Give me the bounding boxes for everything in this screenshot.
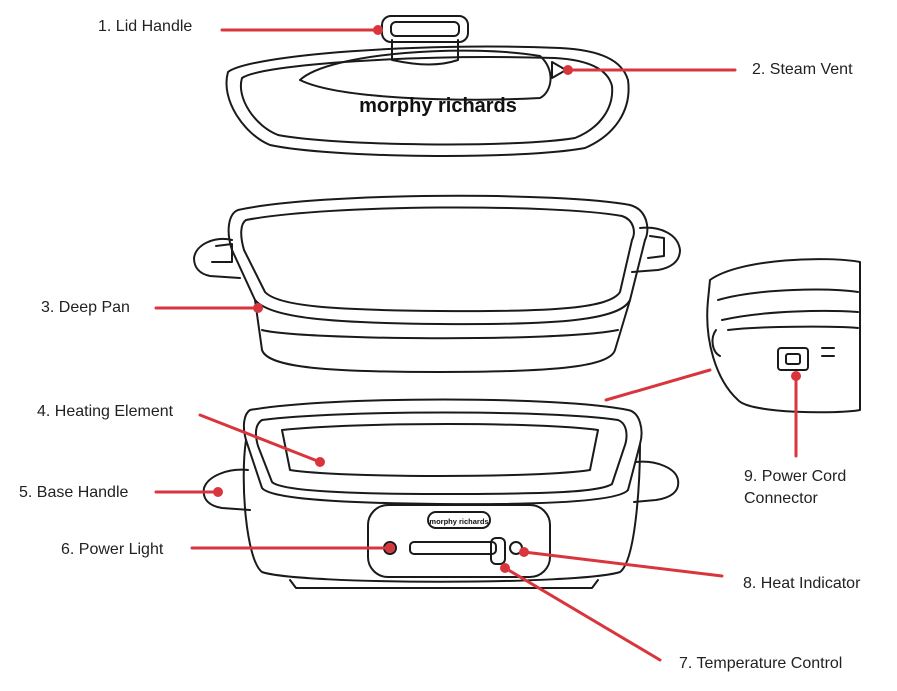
temperature-slider-track <box>409 541 497 555</box>
pan-body <box>254 299 631 373</box>
connector-socket <box>785 353 801 365</box>
label-steam-vent: 2. Steam Vent <box>752 61 853 78</box>
leader-dot-power-cord-connector <box>791 371 801 381</box>
label-power-light: 6. Power Light <box>61 541 164 558</box>
leader-dot-deep-pan <box>253 303 263 313</box>
leader-heat-indicator <box>522 550 724 578</box>
pan-rim <box>227 194 649 326</box>
pan-handle-right-inner <box>647 235 665 259</box>
pan-rim-inner <box>240 206 635 313</box>
leader-heating-element <box>198 413 322 464</box>
lid-handle-part <box>381 15 469 43</box>
base-body <box>242 439 641 583</box>
lid-outline <box>225 45 630 157</box>
panel-logo-box <box>427 511 491 529</box>
heating-element-part <box>254 411 628 495</box>
lid-inner-rim <box>239 56 614 146</box>
lid-handle-slot <box>390 21 460 37</box>
base-foot <box>289 579 599 589</box>
inset-detail <box>706 258 861 414</box>
label-lid-handle: 1. Lid Handle <box>98 18 193 35</box>
pan-bottom-line <box>261 329 619 340</box>
leader-dot-heating-element <box>315 457 325 467</box>
inset-circle <box>706 258 861 414</box>
inset-rim-2 <box>721 309 859 321</box>
label-deep-pan: 3. Deep Pan <box>41 299 130 316</box>
steam-vent-part <box>551 61 567 79</box>
leader-dot-base-handle <box>213 487 223 497</box>
label-heating-element: 4. Heating Element <box>37 403 174 420</box>
pan-handle-left-inner <box>211 243 233 263</box>
pan-handle-left <box>193 238 241 279</box>
lid-dome <box>299 49 552 101</box>
base-handle-right <box>633 460 680 503</box>
inset-rim <box>717 288 859 301</box>
label-power-cord-connector: 9. Power Cord Connector <box>744 468 847 507</box>
leader-dot-heat-indicator <box>519 547 529 557</box>
leader-dot-power-light <box>385 543 395 553</box>
leader-dot-steam-vent <box>563 65 573 75</box>
control-panel <box>367 504 551 578</box>
leader-inset-connector <box>604 368 712 402</box>
lid-handle-stem <box>391 39 459 66</box>
label-heat-indicator: 8. Heat Indicator <box>743 575 861 592</box>
temperature-control-knob <box>490 537 506 565</box>
lid <box>225 15 630 157</box>
inset-handle <box>711 329 721 357</box>
label-base-handle: 5. Base Handle <box>19 484 129 501</box>
leader-dot-temperature-control <box>500 563 510 573</box>
lid-brand-logo: morphy richards <box>359 95 517 117</box>
panel-brand-logo: morphy richards <box>429 517 488 526</box>
inset-body <box>727 325 859 331</box>
pan-handle-right <box>631 226 681 273</box>
leader-temperature-control <box>503 566 662 662</box>
leader-dot-lid-handle <box>373 25 383 35</box>
deep-pan-part <box>193 194 681 373</box>
heating-element-plate <box>281 423 599 477</box>
base-rim <box>242 398 643 506</box>
base-handle-left <box>202 468 251 511</box>
label-temperature-control: 7. Temperature Control <box>679 655 843 672</box>
base-part <box>202 398 680 589</box>
power-cord-connector-part <box>777 347 809 371</box>
